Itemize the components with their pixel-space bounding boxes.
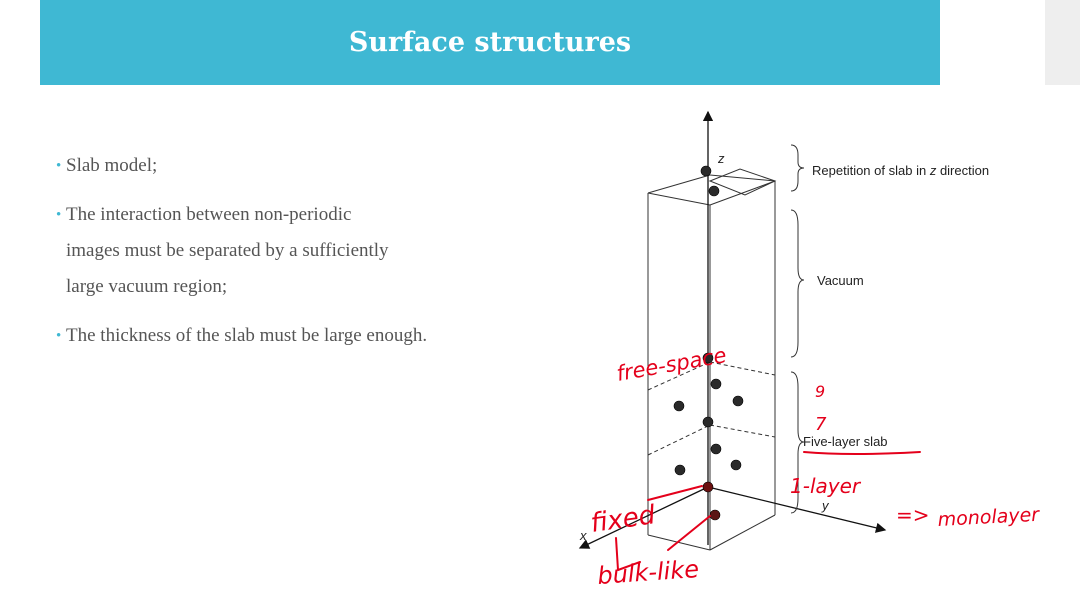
bullet-item: •Slab model; xyxy=(56,148,616,184)
atom xyxy=(708,185,720,197)
atoms xyxy=(673,165,744,521)
bullet-dot-icon: • xyxy=(56,328,62,344)
atom xyxy=(730,459,742,471)
handwritten-annotations: free-space 9 7 fixed bulk-like 1-layer =… xyxy=(589,343,1041,590)
slab-diagram: z x y Repetition of slab in z direction … xyxy=(578,110,1041,590)
fixed-arrow xyxy=(647,485,703,501)
atom xyxy=(673,400,685,412)
atom xyxy=(709,509,721,521)
z-axis-label: z xyxy=(717,151,725,166)
bullet-text: The thickness of the slab must be large … xyxy=(66,325,428,346)
layer-divider-lines xyxy=(647,361,776,456)
handwritten-monolayer: monolayer xyxy=(937,504,1041,531)
bullet-dot-icon: • xyxy=(56,158,62,174)
handwritten-free-space: free-space xyxy=(615,343,729,386)
bulk-arrow xyxy=(615,537,641,571)
handwritten-fixed: fixed xyxy=(589,500,658,539)
handwritten-one-layer: 1-layer xyxy=(790,474,862,498)
bullet-item: •The interaction between non-periodic im… xyxy=(56,197,406,305)
slab-label: Five-layer slab xyxy=(803,434,888,449)
handwritten-nine: 9 xyxy=(815,382,825,401)
atom xyxy=(710,378,722,390)
atom xyxy=(702,352,714,364)
atom xyxy=(710,443,722,455)
atom xyxy=(702,481,714,493)
x-axis xyxy=(578,486,709,549)
bullet-item: •The thickness of the slab must be large… xyxy=(56,318,616,354)
y-axis-label: y xyxy=(821,498,830,513)
slide-title: Surface structures xyxy=(348,27,632,58)
x-axis-label: x xyxy=(579,528,587,543)
title-bar: Surface structures xyxy=(40,0,940,85)
atom xyxy=(700,165,712,177)
atom xyxy=(674,464,686,476)
atom xyxy=(702,416,714,428)
atom xyxy=(732,395,744,407)
repetition-label: Repetition of slab in z direction xyxy=(812,163,989,178)
braces xyxy=(790,144,805,514)
slab-underline xyxy=(803,451,921,455)
handwritten-seven: 7 xyxy=(815,414,827,435)
bullet-dot-icon: • xyxy=(56,207,62,223)
vacuum-label: Vacuum xyxy=(817,273,864,288)
handwritten-arrow: => xyxy=(896,503,930,527)
bullet-list: •Slab model; •The interaction between no… xyxy=(56,148,616,367)
handwritten-bulk-like: bulk-like xyxy=(596,555,699,590)
slab-box xyxy=(647,168,777,551)
bulk-pointer xyxy=(667,515,711,551)
side-panel-tab xyxy=(1045,0,1080,85)
bullet-text: Slab model; xyxy=(66,155,158,176)
bullet-text: The interaction between non-periodic ima… xyxy=(66,204,389,297)
